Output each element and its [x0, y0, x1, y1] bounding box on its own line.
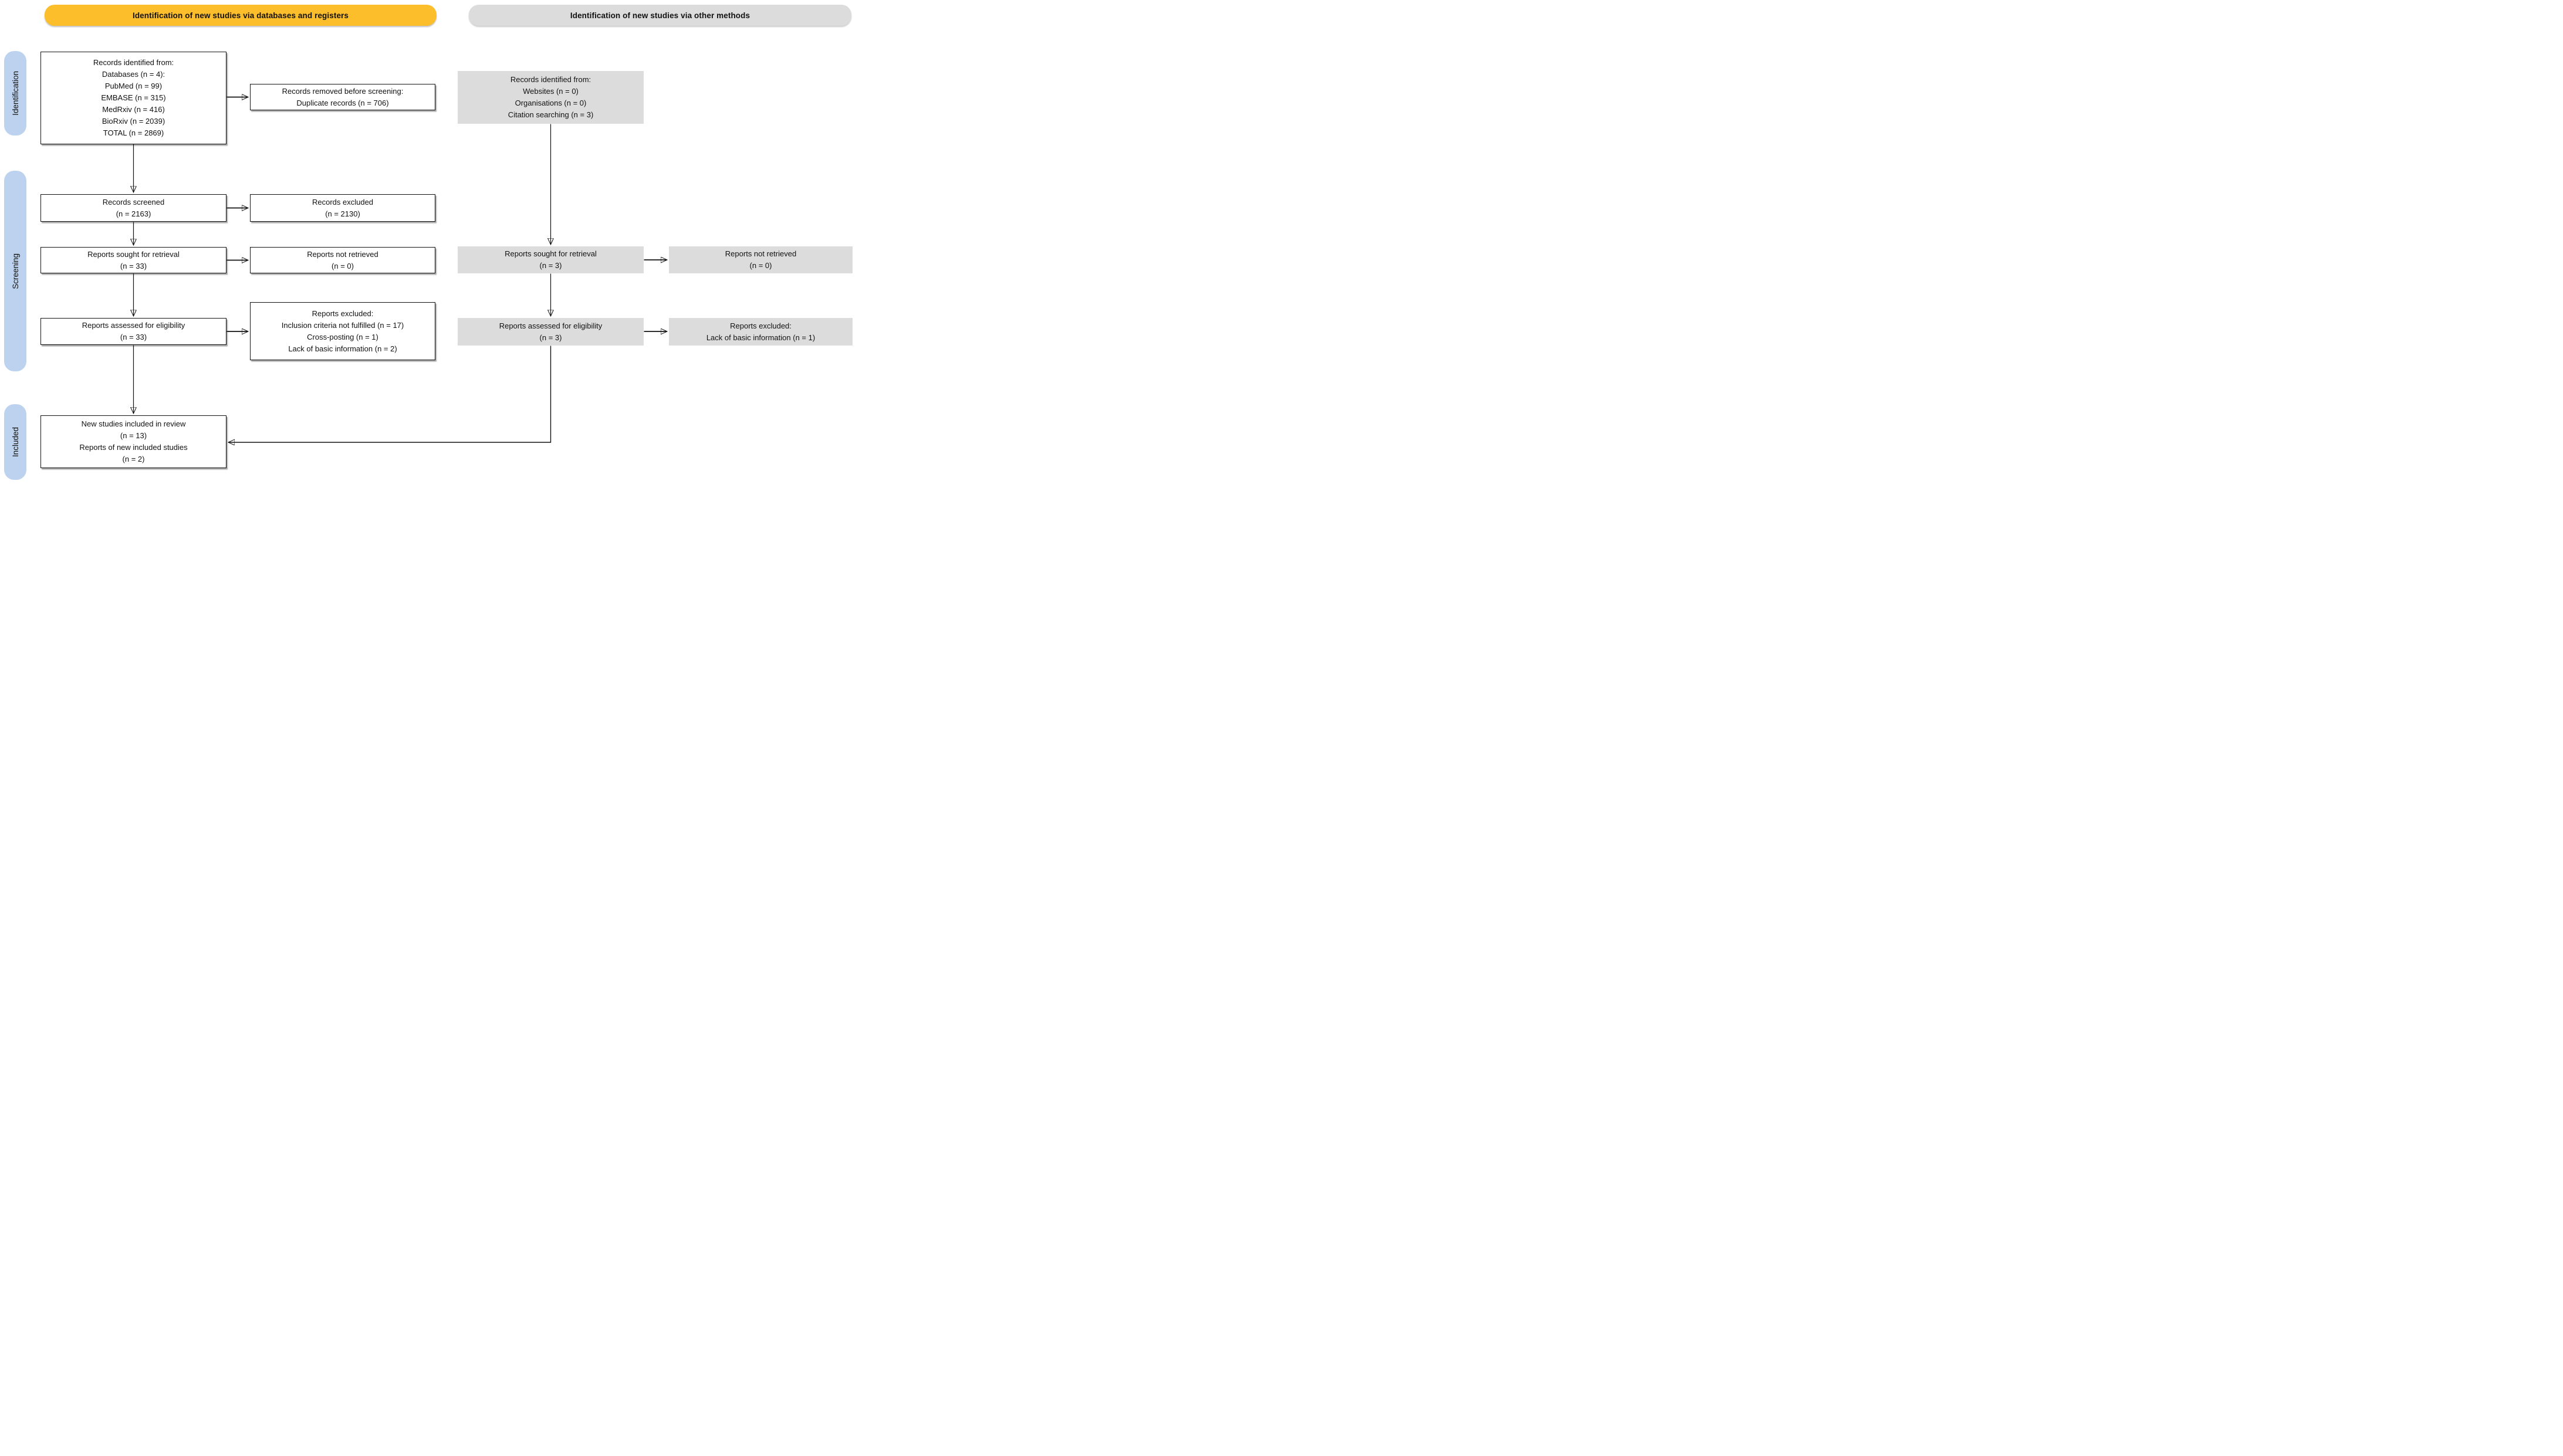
box-line: TOTAL (n = 2869) [103, 128, 164, 137]
box-line: Records identified from: [93, 58, 174, 67]
box-line: Reports not retrieved [725, 249, 797, 258]
box-reports-not-retrieved: Reports not retrieved (n = 0) [250, 247, 435, 273]
stage-pill-included: Included [4, 404, 26, 480]
stage-label-included: Included [11, 426, 20, 458]
box-line: Citation searching (n = 3) [508, 110, 594, 119]
box-line: (n = 33) [120, 333, 147, 341]
box-other-reports-sought: Reports sought for retrieval (n = 3) [458, 246, 644, 273]
box-line: Reports not retrieved [307, 249, 378, 259]
box-line: (n = 2) [122, 455, 145, 463]
box-other-reports-excluded: Reports excluded: Lack of basic informat… [669, 318, 853, 346]
prisma-flow-diagram: Identification of new studies via databa… [0, 0, 854, 485]
box-line: (n = 3) [539, 333, 562, 342]
box-records-removed: Records removed before screening: Duplic… [250, 84, 435, 110]
stage-label-screening: Screening [11, 253, 20, 289]
box-other-reports-assessed: Reports assessed for eligibility (n = 3) [458, 318, 644, 346]
stage-label-identification: Identification [11, 71, 20, 116]
box-line: BioRxiv (n = 2039) [102, 117, 165, 126]
box-line: MedRxiv (n = 416) [102, 105, 165, 114]
box-other-records-identified: Records identified from: Websites (n = 0… [458, 71, 644, 124]
box-line: Records removed before screening: [282, 86, 404, 96]
box-records-excluded: Records excluded (n = 2130) [250, 194, 435, 222]
box-line: Records identified from: [510, 75, 591, 84]
box-line: Reports assessed for eligibility [499, 321, 603, 330]
box-line: (n = 13) [120, 431, 147, 440]
arrow-other-assessed-to-included [229, 346, 552, 443]
box-records-identified-databases: Records identified from: Databases (n = … [40, 52, 226, 144]
box-line: (n = 3) [539, 261, 562, 270]
box-reports-excluded: Reports excluded: Inclusion criteria not… [250, 302, 435, 360]
box-line: Records screened [102, 197, 165, 206]
box-line: Reports assessed for eligibility [82, 321, 185, 330]
box-line: (n = 2130) [325, 209, 360, 218]
box-line: (n = 0) [749, 261, 772, 270]
box-line: (n = 0) [332, 261, 354, 270]
box-other-reports-not-retrieved: Reports not retrieved (n = 0) [669, 246, 853, 273]
banner-databases-label: Identification of new studies via databa… [132, 11, 349, 20]
box-line: Websites (n = 0) [523, 87, 579, 96]
box-line: New studies included in review [81, 419, 186, 428]
banner-databases-registers: Identification of new studies via databa… [45, 5, 437, 26]
box-line: Records excluded [312, 197, 374, 206]
box-line: EMBASE (n = 315) [101, 93, 166, 102]
box-line: (n = 33) [120, 261, 147, 270]
banner-other-label: Identification of new studies via other … [570, 11, 750, 20]
banner-other-methods: Identification of new studies via other … [469, 5, 851, 26]
box-line: (n = 2163) [116, 209, 151, 218]
box-line: Inclusion criteria not fulfilled (n = 17… [281, 320, 404, 330]
box-line: Reports of new included studies [79, 443, 188, 452]
box-line: Reports sought for retrieval [87, 249, 180, 259]
box-line: Reports sought for retrieval [505, 249, 597, 258]
stage-pill-identification: Identification [4, 51, 26, 136]
box-line: Databases (n = 4): [102, 70, 165, 79]
box-line: Cross-posting (n = 1) [307, 332, 378, 341]
box-line: Lack of basic information (n = 2) [288, 344, 397, 353]
box-line: Organisations (n = 0) [515, 99, 587, 107]
box-reports-assessed: Reports assessed for eligibility (n = 33… [40, 318, 226, 345]
box-line: PubMed (n = 99) [104, 82, 163, 90]
box-line: Reports excluded: [312, 309, 374, 318]
box-new-studies-included: New studies included in review (n = 13) … [40, 415, 226, 468]
box-records-screened: Records screened (n = 2163) [40, 194, 226, 222]
box-reports-sought: Reports sought for retrieval (n = 33) [40, 247, 226, 273]
box-line: Reports excluded: [730, 321, 792, 330]
stage-pill-screening: Screening [4, 171, 26, 371]
box-line: Duplicate records (n = 706) [296, 98, 389, 107]
box-line: Lack of basic information (n = 1) [706, 333, 816, 342]
